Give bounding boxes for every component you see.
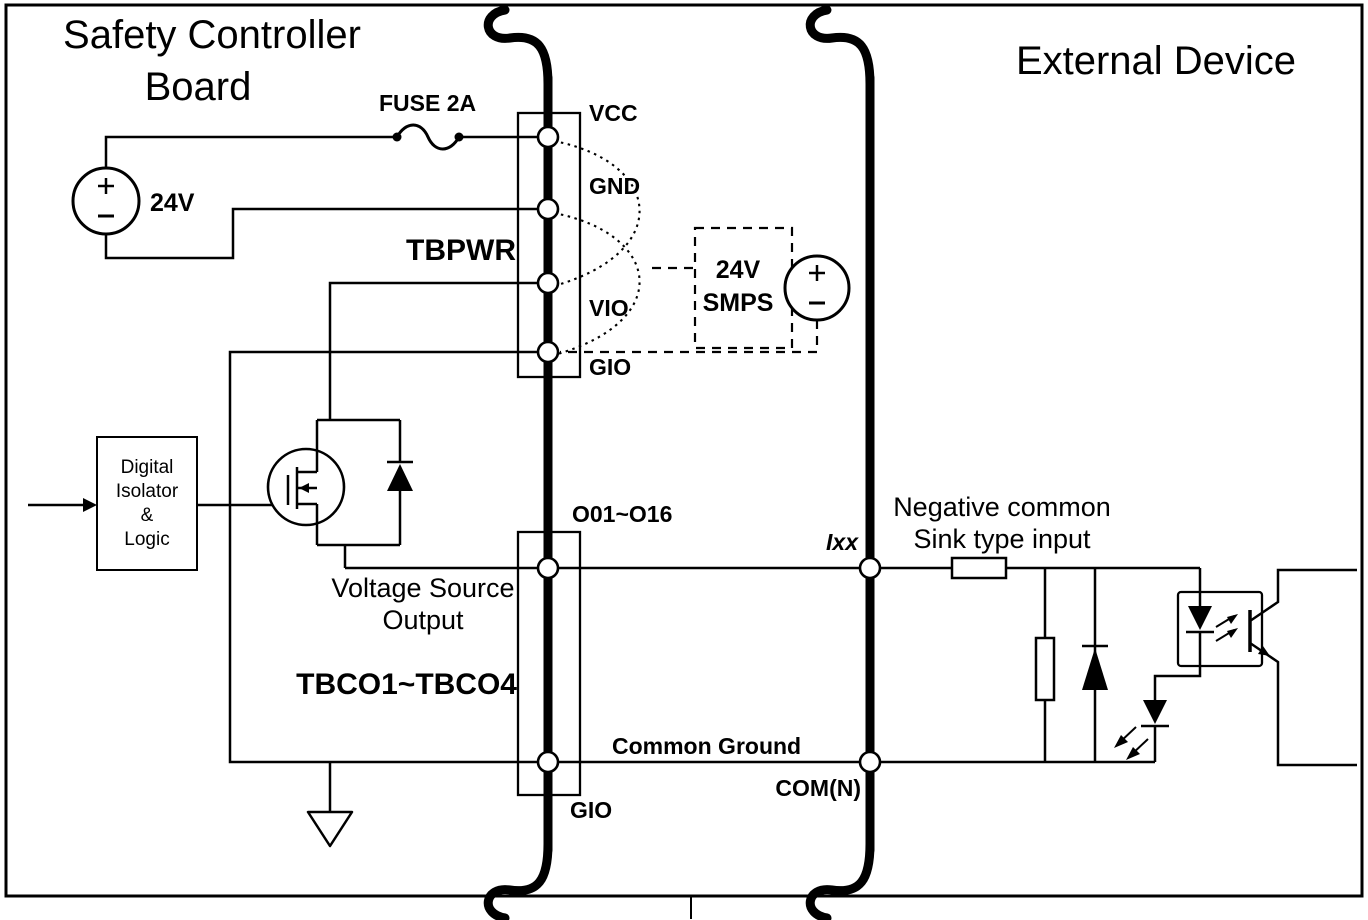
fuse-icon [392,123,464,151]
cable-break-top-icon [805,5,875,89]
vio-wire [328,281,538,420]
ground-symbol-icon [306,762,354,848]
pulldown-resistor [1034,568,1056,762]
opto-led-icon [1188,606,1212,630]
mosfet-symbol [266,418,400,547]
terminal-output [536,556,560,580]
terminal-ixx [858,556,882,580]
tbco-label: TBCO1~TBCO4 [296,668,517,701]
voltage-source-label-line1: Voltage Source [331,573,514,603]
isolator-label-line3: & [141,505,154,526]
opto-box [1176,590,1264,668]
jumper-arcs [553,139,641,357]
collector-wire [1249,568,1357,623]
voltage-source-label-line2: Output [382,605,464,635]
common-ground-label: Common Ground [612,733,801,759]
sink-input-label-line2: Sink type input [913,524,1091,554]
terminal-vio [536,271,560,295]
indicator-led [1114,700,1169,762]
cable-break-bottom-icon [483,839,553,920]
pin-label-vcc: VCC [589,100,638,126]
terminal-vcc [536,125,560,149]
tbco-block [516,530,582,797]
clamp-diode [1082,568,1108,762]
pulldown-resistor-icon [1034,636,1056,702]
tbpwr-label: TBPWR [406,234,516,267]
input-arrowhead-icon [83,498,97,512]
gio-bottom-label: GIO [570,797,612,823]
body-diode-icon [387,420,413,545]
pin-label-gio: GIO [589,354,631,380]
terminal-gio-bottom [536,750,560,774]
com-n-label: COM(N) [775,775,861,801]
cable-break-bottom-icon [805,839,875,920]
isolator-label-line2: Isolator [116,481,179,502]
indicator-led-icon [1143,700,1167,724]
dc-source-24v-icon [71,166,141,236]
ixx-label: Ixx [826,529,859,555]
io-power-wires [228,281,538,764]
fuse-label: FUSE 2A [379,90,476,116]
board-title-line1: Safety Controller [63,13,361,57]
terminal-com-n [858,750,882,774]
smps-label-line2: SMPS [703,289,774,317]
smps-source-icon [783,254,851,322]
isolator-label-line1: Digital [121,457,174,478]
power-wires [104,135,538,260]
clamp-diode-icon [1082,648,1108,690]
pin-label-vio: VIO [589,295,629,321]
smps [560,226,851,354]
pin-label-gnd: GND [589,173,640,199]
series-resistor-icon [950,556,1008,580]
smps-label-line1: 24V [716,256,761,284]
tbpwr-block [516,111,582,379]
isolator-label-line4: Logic [124,529,169,550]
battery-label: 24V [150,189,195,217]
gio-return-wire [228,350,538,764]
terminal-gnd [536,197,560,221]
outer-border [4,3,1364,919]
device-cable [805,5,875,920]
terminal-gio [536,340,560,364]
cable-break-top-icon [483,5,553,89]
smps-box [693,226,794,350]
device-title: External Device [1016,39,1296,83]
sink-input-label-line1: Negative common [893,492,1111,522]
output-pins-label: O01~O16 [572,501,672,527]
board-title-line2: Board [145,65,252,109]
optocoupler [1153,568,1357,767]
emitter-wire [1249,641,1357,767]
